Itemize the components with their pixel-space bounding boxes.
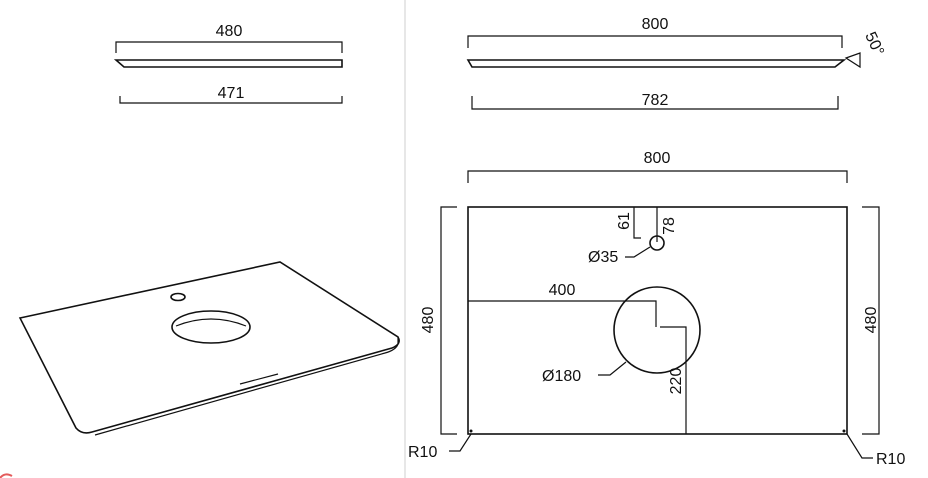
dimension-61: 61 xyxy=(616,212,633,230)
dimension-480: 480 xyxy=(216,23,243,40)
dimension-line-61 xyxy=(633,207,641,239)
dimension-782: 782 xyxy=(642,92,669,109)
countertop-edge xyxy=(94,337,399,436)
leader-corner-right xyxy=(846,433,873,459)
tap-hole-diameter: Ø35 xyxy=(588,249,618,266)
side-profile-long: 800 50° 782 xyxy=(466,16,887,110)
dimension-480-left: 480 xyxy=(420,307,437,334)
leader-corner-left xyxy=(449,433,472,452)
dimension-220: 220 xyxy=(668,368,685,395)
dimension-line-800-profile xyxy=(467,35,843,48)
side-profile-short: 480 471 xyxy=(113,23,343,104)
dimension-800-profile: 800 xyxy=(642,16,669,33)
corner-dot-right xyxy=(842,429,846,433)
dimension-78: 78 xyxy=(661,217,678,235)
dimension-line-400 xyxy=(468,300,657,327)
corner-radius-left: R10 xyxy=(408,444,437,461)
dimension-line-800-plan xyxy=(467,170,848,183)
dimension-480-right: 480 xyxy=(863,307,880,334)
dimension-800-plan: 800 xyxy=(644,150,671,167)
basin-diameter: Ø180 xyxy=(542,368,581,385)
red-mark xyxy=(0,473,13,478)
dimension-line-480-right xyxy=(862,206,880,435)
dimension-line-471 xyxy=(119,96,343,104)
dimension-line-480 xyxy=(115,41,343,53)
tap-hole xyxy=(649,235,665,251)
basin-cutout xyxy=(171,310,251,344)
dimension-400: 400 xyxy=(549,282,576,299)
isometric-view xyxy=(18,261,400,436)
bevel-angle: 50° xyxy=(861,30,887,59)
tap-hole-iso xyxy=(170,292,186,302)
slab-profile-long xyxy=(466,59,847,68)
basin-inner-edge xyxy=(175,318,247,327)
slab-profile-short xyxy=(113,59,343,68)
dimension-line-220 xyxy=(660,326,687,434)
corner-radius-right: R10 xyxy=(876,451,905,468)
dimension-line-480-left xyxy=(440,206,457,435)
countertop-outline xyxy=(18,261,400,434)
leader-basin xyxy=(598,361,627,376)
corner-dot-left xyxy=(469,429,473,433)
leader-tap-hole xyxy=(625,246,651,258)
bevel-angle-mark xyxy=(844,52,861,69)
bottom-edge-highlight xyxy=(239,373,279,385)
dimension-471: 471 xyxy=(218,85,245,102)
dimension-line-782 xyxy=(471,96,839,110)
plan-view: 800 480 480 61 78 Ø35 400 220 Ø180 R10 R… xyxy=(408,150,905,468)
basin xyxy=(613,286,701,374)
